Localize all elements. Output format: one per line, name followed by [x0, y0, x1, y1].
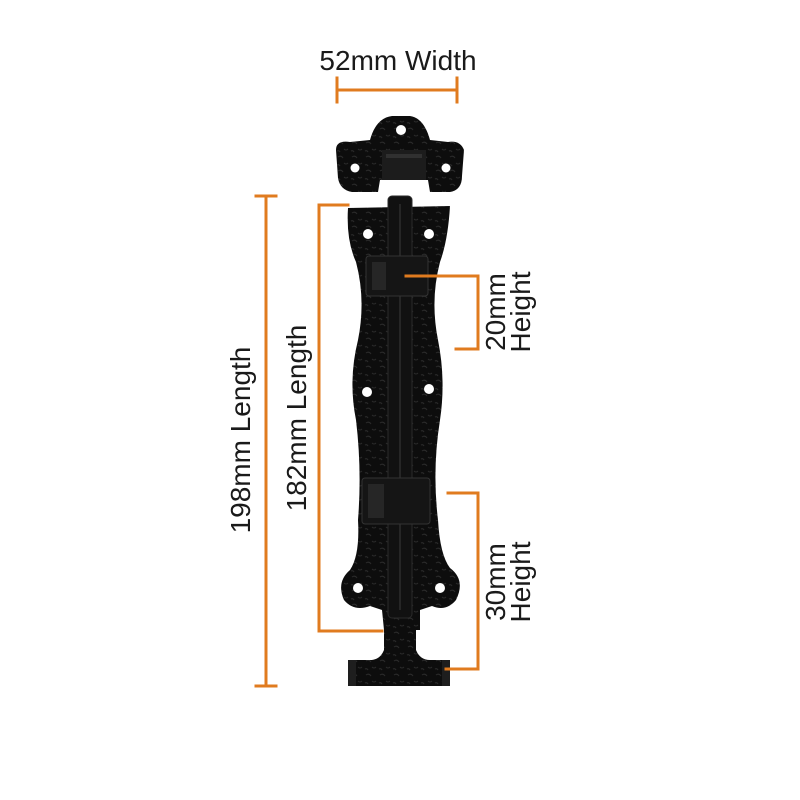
- plate-length-label: 182mm Length: [281, 325, 312, 512]
- plate-length-dimension: 182mm Length: [281, 203, 384, 633]
- lower-height-line: [444, 491, 480, 671]
- lower-height-dimension: 30mm Height: [444, 491, 536, 671]
- lower-height-value: 30mm: [480, 543, 511, 621]
- screw-hole-icon: [350, 163, 360, 173]
- overall-length-line: [254, 194, 278, 688]
- bolt-handle: [352, 620, 446, 686]
- width-label: 52mm Width: [319, 45, 476, 76]
- upper-height-line: [404, 274, 480, 351]
- upper-height-value: 20mm: [480, 273, 511, 351]
- screw-hole-icon: [435, 583, 445, 593]
- screw-hole-icon: [424, 229, 434, 239]
- screw-hole-icon: [424, 384, 434, 394]
- upper-height-dimension: 20mm Height: [404, 271, 536, 352]
- lower-height-word: Height: [505, 541, 536, 622]
- screw-hole-icon: [353, 583, 363, 593]
- screw-hole-icon: [441, 163, 451, 173]
- overall-length-dimension: 198mm Length: [225, 194, 278, 688]
- sliding-bolt: [348, 195, 450, 686]
- width-dimension: 52mm Width: [319, 45, 477, 104]
- screw-hole-icon: [362, 387, 372, 397]
- bolt-keeper: [336, 116, 464, 192]
- upper-height-word: Height: [505, 271, 536, 352]
- plate-length-line: [317, 203, 384, 633]
- screw-hole-icon: [363, 229, 373, 239]
- width-dimension-line: [335, 76, 459, 104]
- screw-hole-icon: [396, 125, 406, 135]
- overall-length-label: 198mm Length: [225, 347, 256, 534]
